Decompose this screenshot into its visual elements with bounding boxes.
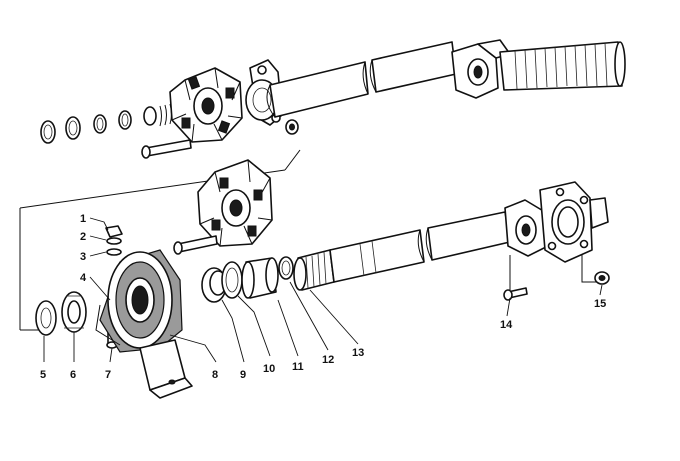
upper-rings bbox=[40, 102, 177, 144]
leader-9 bbox=[221, 299, 245, 363]
callout-15: 15 bbox=[594, 298, 606, 310]
callout-2: 2 bbox=[80, 231, 86, 243]
callout-8: 8 bbox=[212, 369, 218, 381]
leader-10 bbox=[237, 295, 271, 357]
leader-11 bbox=[277, 299, 299, 357]
lower-shaft-tube bbox=[329, 211, 511, 283]
upper-flex-disc bbox=[169, 67, 243, 143]
callout-1: 1 bbox=[80, 213, 86, 225]
nut-1 bbox=[105, 225, 123, 238]
callout-9: 9 bbox=[240, 369, 246, 381]
leader-8 bbox=[169, 334, 217, 363]
center-support-bearing bbox=[95, 249, 193, 399]
washer-2 bbox=[106, 237, 122, 245]
leader-13 bbox=[309, 289, 359, 345]
callout-13: 13 bbox=[352, 347, 364, 359]
upper-assembly bbox=[40, 39, 626, 159]
callout-12: 12 bbox=[322, 354, 334, 366]
leader-7 bbox=[109, 347, 113, 363]
washer-3 bbox=[106, 248, 122, 256]
circlip-10 bbox=[221, 261, 243, 299]
leader-12 bbox=[289, 281, 329, 351]
axis-joint-line bbox=[284, 149, 301, 171]
nut-15 bbox=[594, 271, 610, 285]
ring-d bbox=[118, 110, 132, 130]
bearing-5 bbox=[35, 300, 57, 336]
spring bbox=[159, 102, 177, 127]
leader-15 bbox=[599, 284, 603, 296]
callout-14: 14 bbox=[500, 319, 513, 331]
lower-flex-disc bbox=[197, 159, 273, 247]
callout-labels: 1 2 3 4 5 6 7 8 9 10 11 12 13 14 15 bbox=[40, 213, 606, 381]
nut-and-washers bbox=[105, 225, 123, 256]
callout-5: 5 bbox=[40, 369, 46, 381]
splined-hub-13 bbox=[293, 249, 335, 291]
lower-assembly bbox=[35, 159, 610, 399]
leader-3 bbox=[89, 251, 107, 257]
ring-c bbox=[93, 114, 107, 134]
ring-e bbox=[143, 106, 157, 126]
leader-4 bbox=[89, 276, 111, 301]
callout-7: 7 bbox=[105, 369, 111, 381]
upper-splined-shaft bbox=[499, 41, 626, 91]
callout-11: 11 bbox=[292, 361, 304, 373]
sleeve-11 bbox=[241, 257, 279, 299]
bearing-6 bbox=[61, 291, 87, 333]
upper-universal-joint bbox=[451, 39, 511, 99]
upper-bolt bbox=[141, 139, 192, 159]
lower-bolt bbox=[173, 235, 218, 255]
upper-shaft-tube bbox=[266, 41, 457, 118]
callout-6: 6 bbox=[70, 369, 76, 381]
ring-a bbox=[40, 120, 56, 144]
callout-4: 4 bbox=[80, 272, 87, 284]
leader-14 bbox=[506, 297, 511, 317]
leader-2 bbox=[89, 235, 107, 241]
lower-universal-joint bbox=[504, 181, 609, 263]
ring-b bbox=[65, 116, 81, 140]
leader-1 bbox=[89, 217, 109, 231]
callout-leaders bbox=[43, 217, 603, 363]
callout-10: 10 bbox=[263, 363, 275, 375]
callout-3: 3 bbox=[80, 251, 86, 263]
bolt-14 bbox=[503, 287, 528, 301]
ring-12 bbox=[278, 256, 294, 280]
